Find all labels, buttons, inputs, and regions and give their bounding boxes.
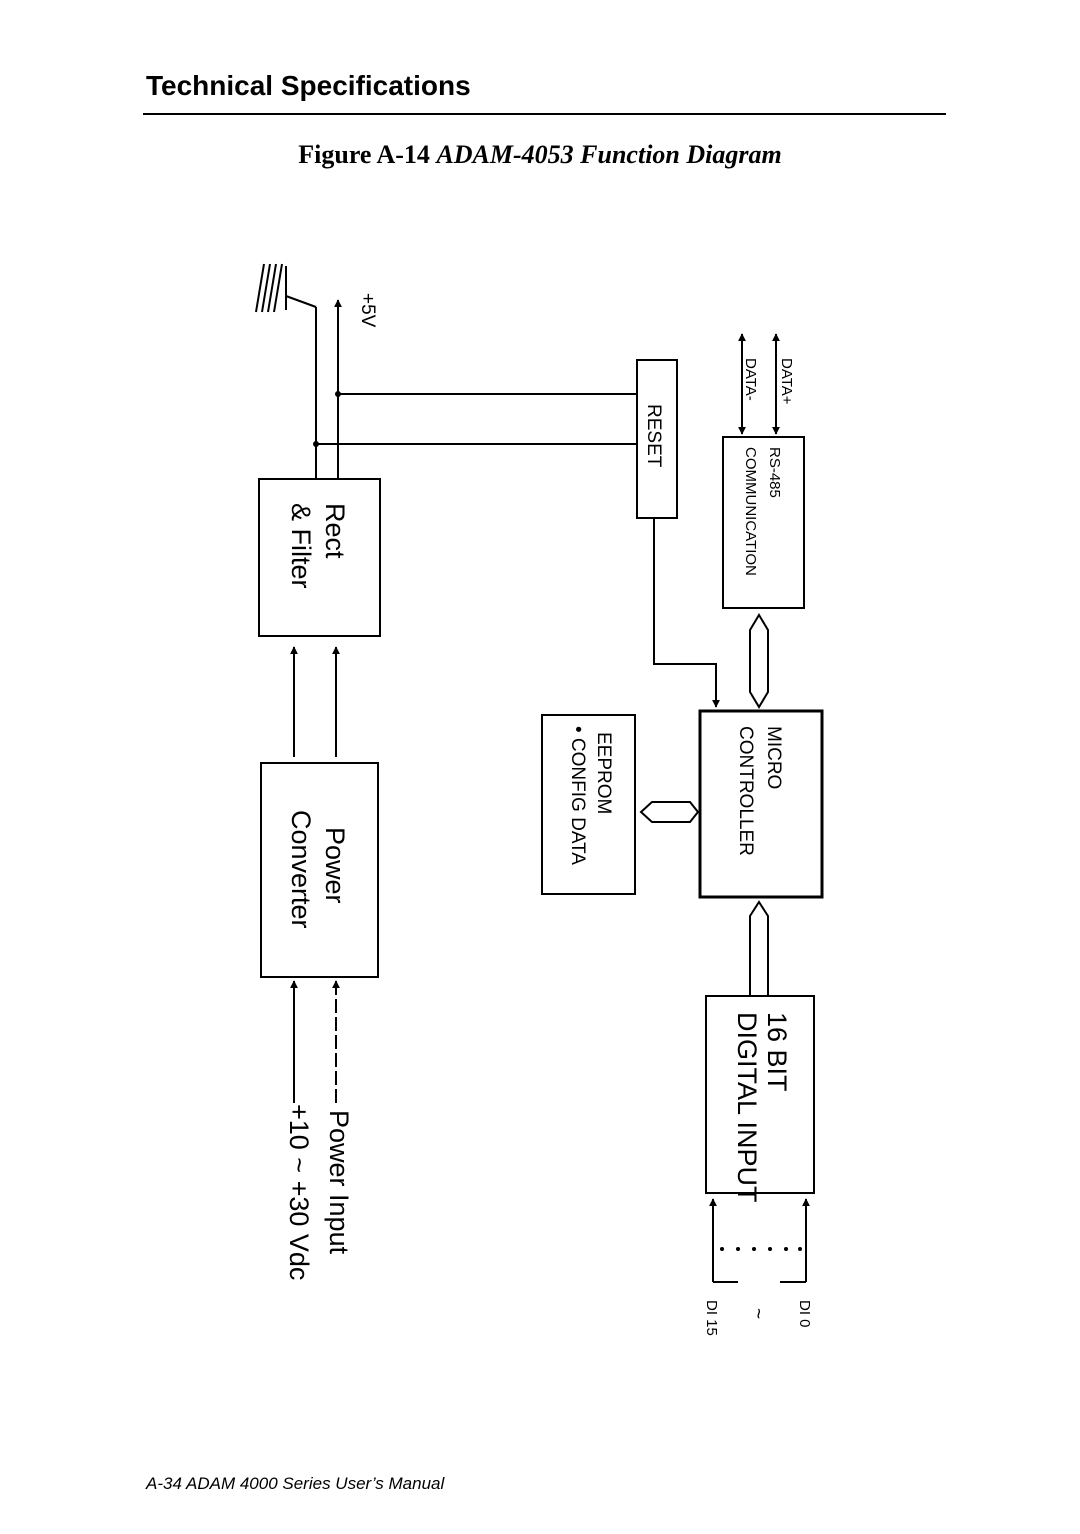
di-dots xyxy=(720,1247,802,1251)
junction-dot xyxy=(335,391,341,397)
di15-label: DI 15 xyxy=(703,1300,720,1336)
config-data-label: • CONFIG DATA xyxy=(567,726,588,865)
communication-label: COMMUNICATION xyxy=(742,447,759,576)
micro-label: MICRO xyxy=(763,726,784,789)
digital-input-block xyxy=(705,995,815,1194)
voltage-range-label: +10 ~ +30 Vdc xyxy=(284,1104,314,1280)
figure-caption: Figure A-14 ADAM-4053 Function Diagram xyxy=(0,140,1080,170)
reset-label: RESET xyxy=(643,404,664,468)
filter-label: & Filter xyxy=(286,503,316,589)
figure-title: ADAM-4053 Function Diagram xyxy=(436,140,782,169)
range-tilde: ~ xyxy=(747,1308,768,1319)
bus-input-micro xyxy=(749,900,769,997)
power-label: Power xyxy=(320,827,350,904)
junction-dot xyxy=(313,441,319,447)
data-minus-label: DATA- xyxy=(742,358,759,401)
rs485-label: RS-485 xyxy=(766,447,783,498)
section-title: Technical Specifications xyxy=(146,70,471,101)
rs485-block xyxy=(722,436,805,609)
reset-block xyxy=(636,359,678,519)
digital-input-label: DIGITAL INPUT xyxy=(732,1012,762,1203)
controller-label: CONTROLLER xyxy=(735,726,756,856)
ground-icon xyxy=(255,263,317,313)
di0-label: DI 0 xyxy=(796,1300,813,1328)
bus-rs485-micro xyxy=(749,613,769,709)
reset-to-micro-wire xyxy=(653,518,720,708)
bit-count-label: 16 BIT xyxy=(762,1012,792,1092)
data-plus-label: DATA+ xyxy=(778,358,795,405)
page-footer: A-34 ADAM 4000 Series User’s Manual xyxy=(146,1474,445,1493)
voltage-5v-label: +5V xyxy=(357,293,378,328)
rect-filter-block xyxy=(258,478,381,637)
bus-eeprom-micro xyxy=(639,801,700,823)
power-input-label: Power Input xyxy=(324,1110,354,1255)
rect-label: Rect xyxy=(320,503,350,559)
eeprom-label: EEPROM xyxy=(593,732,614,814)
title-rule xyxy=(143,113,946,115)
power-converter-block xyxy=(260,762,379,978)
eeprom-block xyxy=(541,714,636,895)
converter-label: Converter xyxy=(286,810,316,929)
figure-label: Figure A-14 xyxy=(298,140,430,169)
micro-controller-block xyxy=(698,709,824,899)
